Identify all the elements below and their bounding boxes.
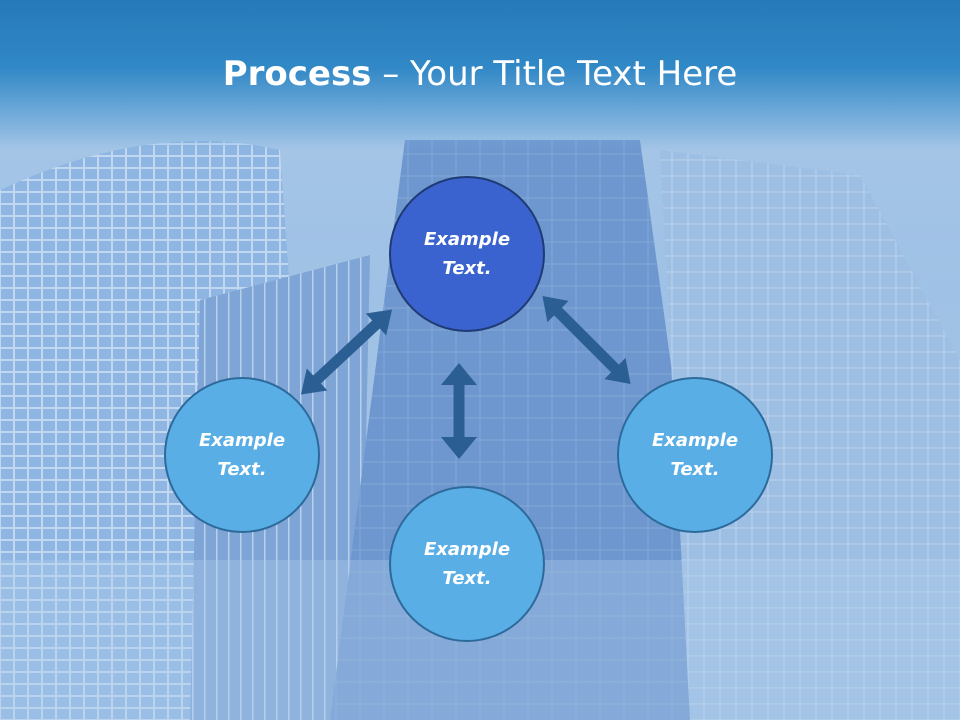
node-label-right: Example Text.	[651, 430, 739, 480]
process-node-top: Example Text.	[389, 176, 545, 332]
node-label-left: Example Text.	[198, 430, 286, 480]
slide-title: Process – Your Title Text Here	[0, 52, 960, 96]
arrow-top-right	[542, 295, 631, 385]
process-node-bottom: Example Text.	[389, 486, 545, 642]
process-node-right: Example Text.	[617, 377, 773, 533]
arrow-top-left	[300, 309, 393, 395]
arrow-vertical	[441, 363, 477, 459]
title-rest: – Your Title Text Here	[371, 54, 738, 94]
title-bold: Process	[222, 54, 372, 94]
process-node-left: Example Text.	[164, 377, 320, 533]
node-label-bottom: Example Text.	[423, 539, 511, 589]
node-label-top: Example Text.	[423, 229, 511, 279]
title-bar	[0, 0, 960, 150]
